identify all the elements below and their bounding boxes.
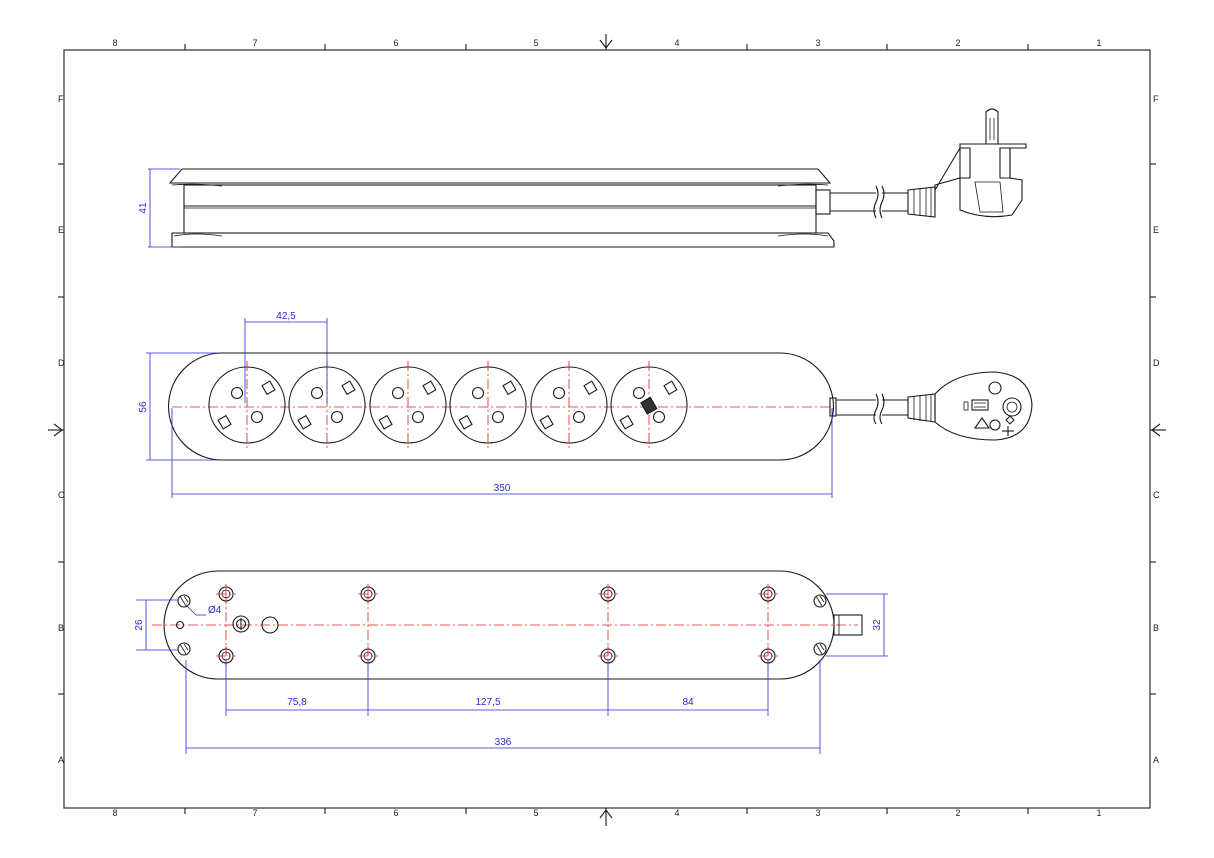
mounting-slot-left-bottom xyxy=(177,642,191,656)
dim-screw-spacing-1: 75,8 xyxy=(287,697,307,708)
zone-col-label-top-1: 8 xyxy=(112,38,117,48)
dim-side-height: 41 xyxy=(138,202,149,214)
zone-col-label-bottom-8: 1 xyxy=(1096,808,1101,818)
zone-col-label-top-5: 4 xyxy=(674,38,679,48)
dim-top-length: 350 xyxy=(494,483,511,494)
socket-3 xyxy=(369,361,447,449)
socket-5 xyxy=(530,361,608,449)
zone-row-label-left-4: C xyxy=(58,490,65,500)
screw-pattern xyxy=(216,584,778,666)
socket-6 xyxy=(610,361,688,449)
zone-col-label-bottom-4: 5 xyxy=(533,808,538,818)
zone-col-label-top-7: 2 xyxy=(955,38,960,48)
zone-row-label-right-1: F xyxy=(1153,94,1159,104)
plug-face xyxy=(934,371,1033,441)
zone-col-label-bottom-3: 6 xyxy=(393,808,398,818)
zone-col-label-bottom-6: 3 xyxy=(815,808,820,818)
zone-row-label-right-3: D xyxy=(1153,358,1160,368)
zone-row-label-left-1: F xyxy=(58,94,64,104)
zone-row-label-right-5: B xyxy=(1153,623,1159,633)
zone-row-label-left-5: B xyxy=(58,623,64,633)
frame-ticks xyxy=(58,44,1156,814)
zone-col-label-top-4: 5 xyxy=(533,38,538,48)
zone-col-label-bottom-7: 2 xyxy=(955,808,960,818)
zone-row-label-left-2: E xyxy=(58,225,64,235)
dim-top-width: 56 xyxy=(138,401,149,413)
zone-row-label-right-2: E xyxy=(1153,225,1159,235)
zone-col-label-bottom-1: 8 xyxy=(112,808,117,818)
zone-row-label-left-6: A xyxy=(58,755,64,765)
bottom-view: 26 Ø4 32 75,8 127,5 84 336 xyxy=(134,570,888,754)
dim-bottom-width: 26 xyxy=(134,619,145,631)
socket-4 xyxy=(449,361,527,449)
centering-arrow-right xyxy=(1150,423,1166,437)
side-view: 41 xyxy=(138,108,1027,248)
zone-col-label-top-3: 6 xyxy=(393,38,398,48)
zone-col-label-bottom-5: 4 xyxy=(674,808,679,818)
mounting-slot-left-top xyxy=(177,594,191,608)
top-view: 42,5 56 350 xyxy=(138,311,1033,498)
zone-col-label-top-8: 1 xyxy=(1096,38,1101,48)
socket-1 xyxy=(208,361,286,449)
dim-bottom-length: 336 xyxy=(495,737,512,748)
dim-cable-offset: 32 xyxy=(872,619,883,631)
centering-arrow-left xyxy=(48,423,64,437)
dim-screw-spacing-3: 84 xyxy=(682,697,694,708)
zone-row-label-right-6: A xyxy=(1153,755,1159,765)
dim-hole-diameter: Ø4 xyxy=(208,605,222,616)
centering-arrow-bottom xyxy=(599,808,613,826)
zone-row-label-left-3: D xyxy=(58,358,65,368)
mounting-slot-right-top xyxy=(813,594,827,608)
indicator-hole xyxy=(261,616,279,634)
dim-screw-spacing-2: 127,5 xyxy=(475,697,500,708)
zone-col-label-bottom-2: 7 xyxy=(252,808,257,818)
socket-row xyxy=(208,361,688,449)
zone-row-label-right-4: C xyxy=(1153,490,1160,500)
drawing-frame xyxy=(63,49,1151,809)
zone-col-label-top-2: 7 xyxy=(252,38,257,48)
mounting-slot-right-bottom xyxy=(813,642,827,656)
centering-arrow-top xyxy=(599,34,613,50)
zone-col-label-top-6: 3 xyxy=(815,38,820,48)
dim-socket-pitch: 42,5 xyxy=(276,311,296,322)
reset-button xyxy=(232,615,250,633)
